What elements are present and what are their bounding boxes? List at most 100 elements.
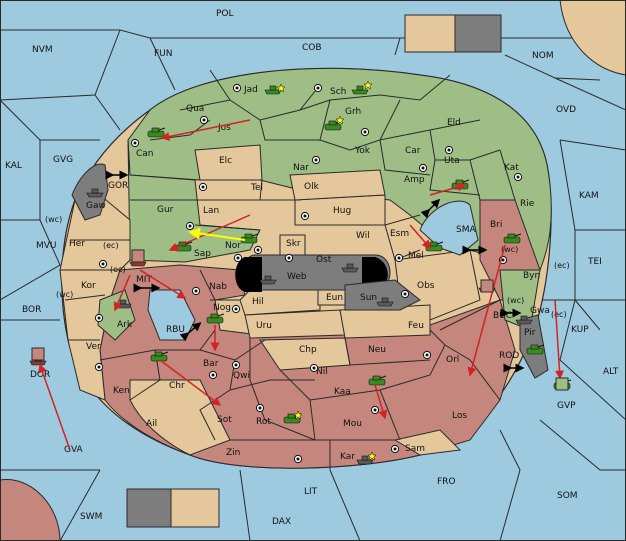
unit-fleet-icon[interactable] [515, 315, 533, 325]
coast-label-ec3: (ec) [554, 261, 570, 270]
coast-label-ec4: (ec) [551, 310, 567, 319]
unit-army-icon[interactable] [206, 313, 225, 324]
supply-center-dot-icon [363, 130, 367, 134]
sea-label-sma: SMA [456, 225, 476, 235]
prov-black-west [235, 257, 262, 292]
prov-sun [344, 279, 421, 311]
province-label-bri: Bri [490, 220, 502, 230]
province-label-jad: Jad [243, 85, 258, 95]
star-icon [276, 83, 286, 93]
coast-label-wc2: (wc) [56, 290, 73, 299]
convoy-links [105, 170, 525, 373]
supply-center-dot-icon [235, 86, 239, 90]
sea-label-rod: ROD [499, 351, 519, 361]
sea-label-pol: POL [216, 9, 234, 19]
supply-center-dot-icon [397, 256, 401, 260]
province-label-nog: Nog [213, 303, 231, 313]
order-chr-sot [159, 359, 222, 406]
province-label-obs: Obs [417, 281, 435, 291]
prov-gaw [71, 163, 109, 221]
sea-label-swm: SWM [80, 512, 102, 522]
sea-label-bor: BOR [22, 305, 41, 315]
province-label-nab: Nab [209, 282, 227, 292]
supply-center-dot-icon [287, 256, 291, 260]
unit-army-icon[interactable] [147, 127, 166, 138]
link-rbu [179, 322, 202, 342]
sea-label-kal: KAL [5, 161, 22, 171]
province-label-qwi: Qwi [233, 371, 250, 381]
province-label-yok: Yok [354, 146, 371, 156]
prov-buc-tile [480, 279, 494, 293]
province-label-qua: Qua [186, 104, 204, 114]
prov-hel [454, 14, 502, 53]
unit-army-icon[interactable] [526, 344, 545, 355]
unit-army-icon[interactable] [368, 375, 387, 386]
province-label-gvp: GVP [557, 401, 576, 411]
unit-army-icon[interactable] [240, 233, 259, 244]
prov-elf [404, 14, 456, 53]
supply-center-dot-icon [393, 447, 397, 451]
supply-center-dot-icon [133, 141, 137, 145]
province-label-kor: Kor [81, 281, 96, 291]
unit-fleet-icon[interactable] [341, 263, 359, 273]
province-label-sap: Sap [194, 249, 211, 259]
unit-fleet-icon[interactable] [376, 297, 394, 307]
unit-fleet-icon[interactable] [259, 275, 277, 285]
sea-boundaries [0, 29, 626, 541]
prov-orn [170, 488, 220, 528]
prov-mit-tile [131, 249, 145, 263]
province-label-uta: Uta [444, 156, 460, 166]
province-label-kaa: Kaa [334, 387, 351, 397]
sea-label-fro: FRO [437, 477, 456, 487]
supply-center-dot-icon [421, 166, 425, 170]
coast-label-wc1: (wc) [45, 215, 62, 224]
prov-sam [393, 429, 462, 456]
order-kup-gvp [554, 299, 565, 380]
province-label-sot: Sot [217, 415, 232, 425]
unit-army-icon[interactable] [150, 351, 169, 362]
order-esm-mel [409, 224, 431, 250]
province-label-hil: Hil [252, 297, 264, 307]
coast-label-wc3: (wc) [501, 245, 518, 254]
sea-label-gva: GVA [64, 445, 84, 455]
sea-label-cob: COB [302, 43, 322, 53]
province-label-can: Can [136, 149, 154, 159]
province-label-dor: DOR [30, 370, 50, 380]
province-label-esm: Esm [390, 229, 409, 239]
province-label-sch: Sch [330, 87, 346, 97]
star-icon [293, 410, 303, 420]
unit-fleet-icon[interactable] [264, 85, 282, 95]
unit-fleet-icon[interactable] [356, 455, 374, 465]
province-label-byn: Byn [523, 271, 540, 281]
province-label-mou: Mou [343, 419, 362, 429]
supply-center-dot-icon [303, 214, 307, 218]
province-label-web: Web [287, 272, 307, 282]
sea-label-dax: DAX [272, 517, 291, 527]
province-label-chp: Chp [299, 345, 317, 355]
province-label-ost: Ost [316, 255, 332, 265]
order-mit-ark [113, 274, 131, 312]
prov-dor [31, 347, 45, 361]
province-label-rot: Rot [256, 417, 271, 427]
unit-army-icon[interactable] [503, 233, 522, 244]
order-amp-uta [429, 182, 467, 196]
province-label-gwa: Gwa [530, 306, 550, 316]
province-label-pir: Pir [524, 328, 536, 338]
province-label-car: Car [405, 146, 421, 156]
province-label-zin: Zin [226, 448, 240, 458]
order-mit-nab [139, 269, 187, 299]
supply-center-dot-icon [516, 175, 520, 179]
order-bri-orl [467, 244, 506, 377]
supply-center-dot-icon [234, 363, 238, 367]
unit-fleet-icon[interactable] [351, 85, 369, 95]
province-label-jos: Jos [217, 123, 231, 133]
unit-fleet-icon[interactable] [86, 188, 104, 198]
province-label-eld: Eld [447, 118, 461, 128]
prov-olk [289, 169, 386, 201]
sea-label-rbu: RBU [166, 325, 185, 335]
province-label-gaw: Gaw [86, 201, 106, 211]
supply-center-dot-icon [296, 457, 300, 461]
sea-label-som: SOM [557, 491, 578, 501]
province-label-kat: Kat [504, 163, 519, 173]
